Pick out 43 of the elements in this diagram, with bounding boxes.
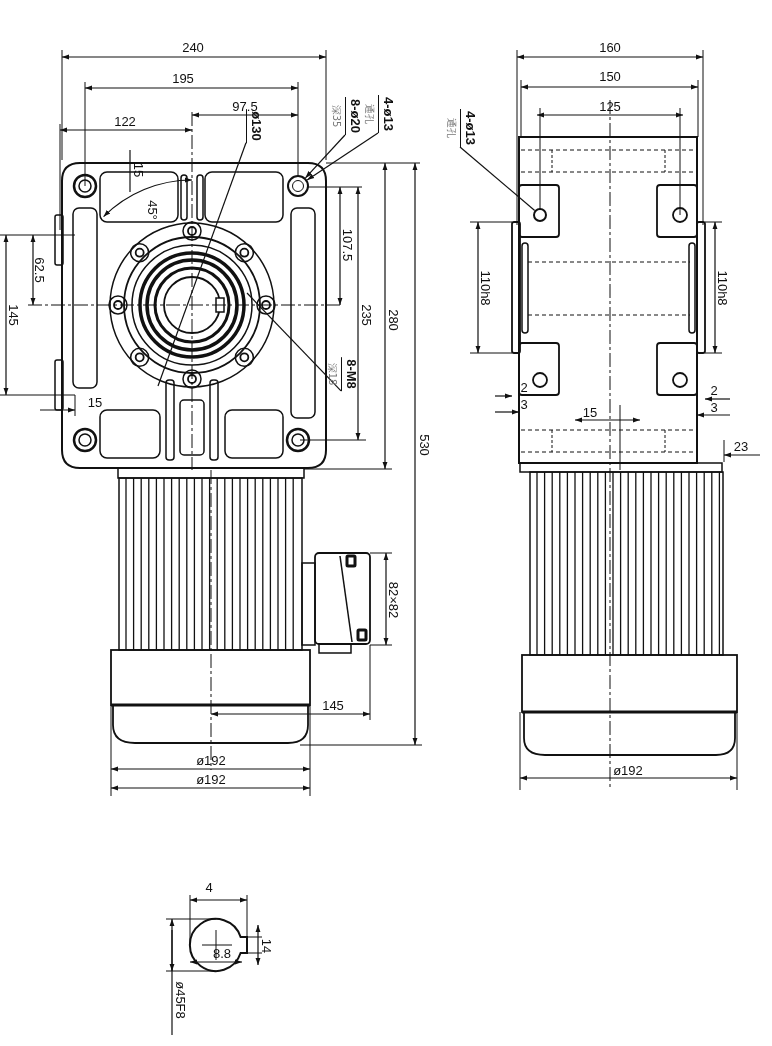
dimension-label: 45°: [145, 200, 159, 220]
dimension-label: 3: [710, 400, 718, 414]
dimension-label: 82×82: [386, 581, 400, 619]
dimension-label: 107.5: [340, 228, 354, 262]
dimension-label: 240: [182, 40, 204, 54]
callout-text: 8-ø20 深35: [329, 97, 363, 135]
dimension-label: 280: [386, 309, 400, 331]
dimension-label: 2: [710, 383, 718, 397]
dimension-label: 235: [359, 304, 373, 326]
dimension-label: 15: [582, 405, 598, 419]
dimension-label: 530: [417, 434, 431, 456]
dimension-label: 15: [131, 162, 145, 178]
callout-text: 8-M8 深18: [325, 357, 359, 391]
leader-line: [246, 292, 342, 392]
mounting-hole: [287, 175, 309, 197]
dimension-label: 14: [259, 938, 273, 954]
dimension-label: 62.5: [32, 257, 46, 283]
dimension-label: 23: [733, 439, 749, 453]
dimension-label: 145: [6, 304, 20, 326]
leader-line: [304, 134, 346, 179]
dimension-label: 125: [599, 99, 621, 113]
dimension-label: 195: [172, 71, 194, 85]
dimension-label: 122: [114, 114, 136, 128]
dimension-label: 8.8: [212, 946, 232, 960]
dimension-label: 2: [520, 380, 528, 394]
leader-line: [157, 142, 247, 387]
dimension-label: 110h8: [478, 270, 492, 306]
dimension-label: ø192: [196, 772, 226, 786]
mounting-hole: [533, 208, 547, 222]
leader-line: [459, 146, 536, 212]
callout-text: 4-ø13 通孔: [444, 109, 478, 147]
dimension-label: 4: [205, 880, 213, 894]
dimension-label: 150: [599, 69, 621, 83]
dimension-label: 110h8: [715, 270, 729, 306]
dimension-label: 145: [322, 698, 344, 712]
dimension-label: 15: [87, 395, 103, 409]
dimension-label: ø45F8: [173, 981, 187, 1019]
dimension-label: ø192: [613, 763, 643, 777]
dimension-label: 3: [520, 397, 528, 411]
leader-line: [306, 132, 379, 181]
dimension-label: 160: [599, 40, 621, 54]
dimension-label: ø192: [196, 753, 226, 767]
callout-text: 4-ø13 通孔: [362, 95, 396, 133]
